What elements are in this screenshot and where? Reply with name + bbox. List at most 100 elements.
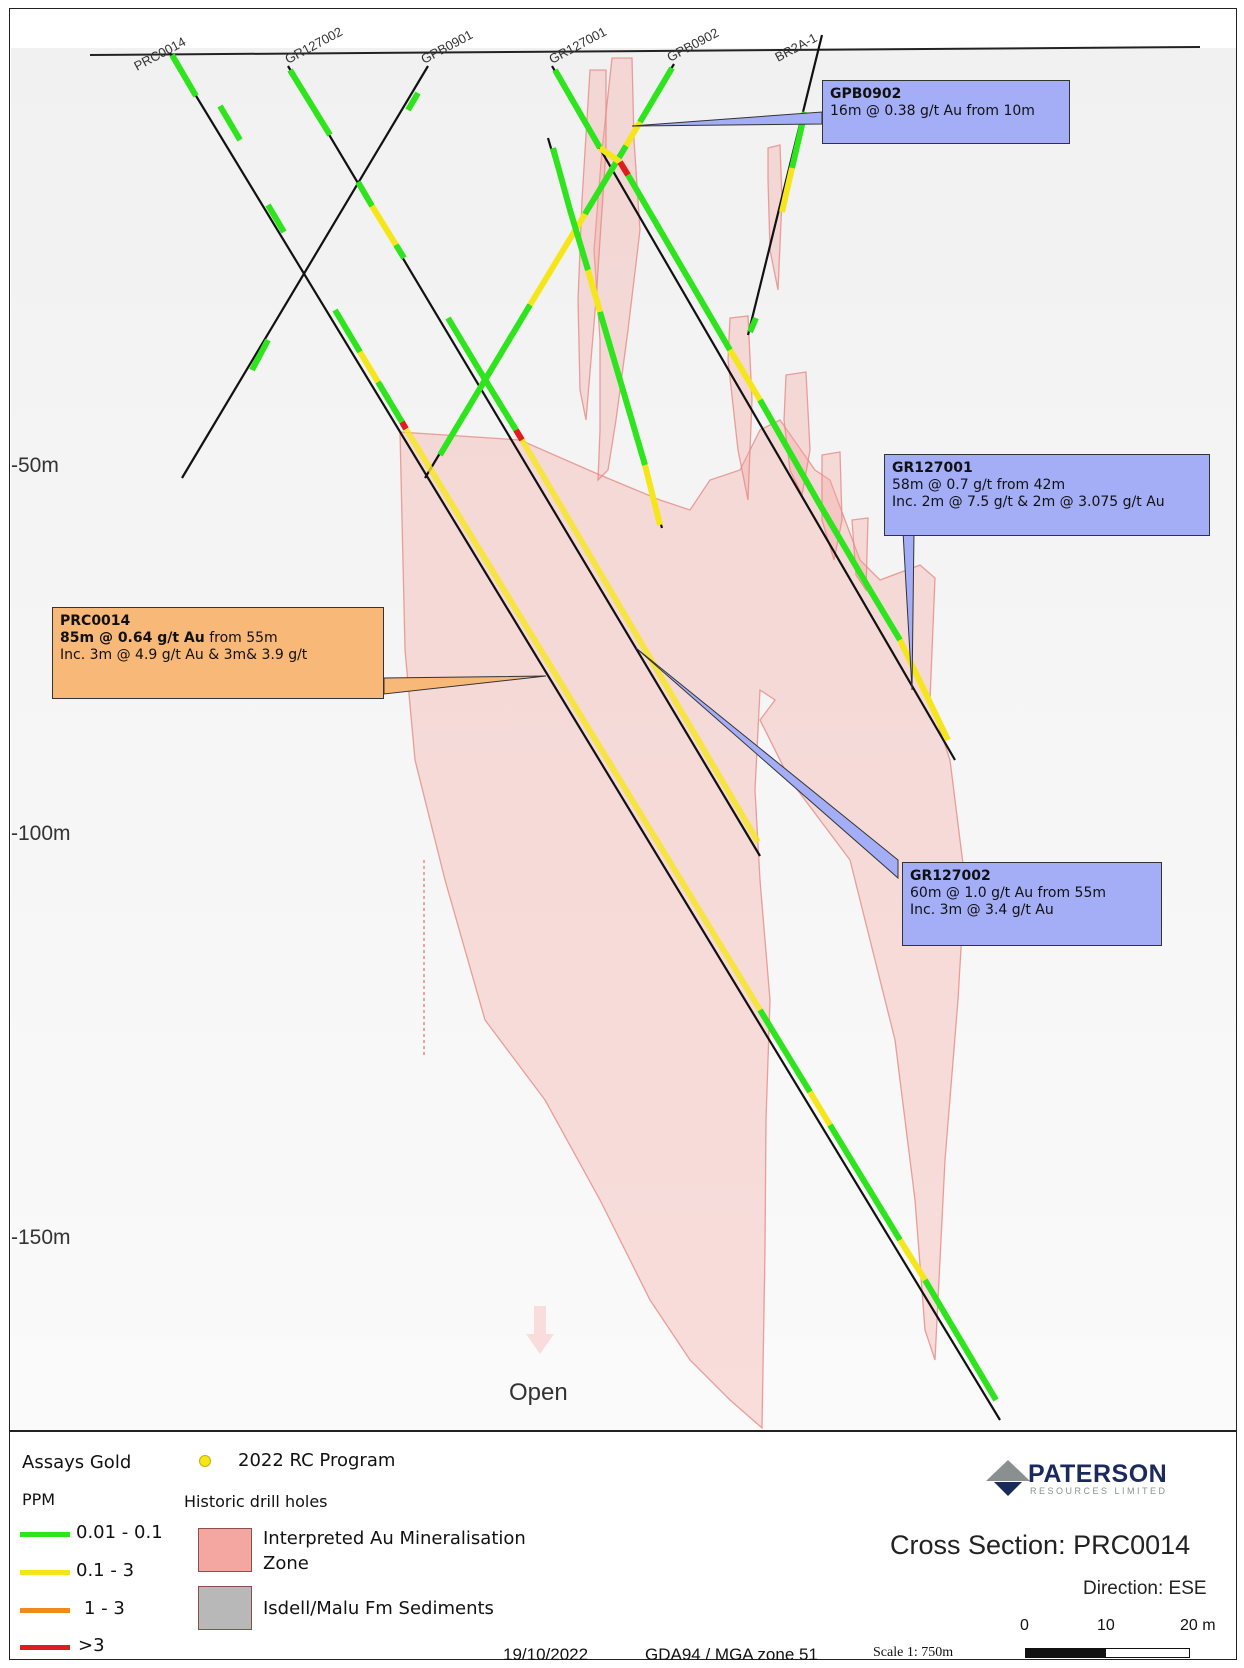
- assay-segment: [287, 68, 333, 137]
- assay-segment: [519, 438, 761, 844]
- assays-gr127001-lower: [550, 147, 663, 526]
- callout-line: 60m @ 1.0 g/t Au from 55m: [910, 885, 1106, 901]
- assay-segment: [393, 243, 407, 260]
- legend-range-label: 1 - 3: [84, 1598, 125, 1619]
- assay-segment: [265, 203, 287, 234]
- open-arrow: [526, 1306, 554, 1354]
- assay-segment: [513, 428, 525, 442]
- assay-segment: [897, 638, 951, 742]
- assay-segment: [897, 1238, 928, 1282]
- date: 19/10/2022: [503, 1645, 589, 1664]
- assay-segment: [747, 316, 759, 334]
- assay-segment: [437, 303, 533, 457]
- assay-segment: [445, 316, 481, 370]
- leader-prc0014: [383, 675, 547, 695]
- callout-leaders: [383, 111, 915, 880]
- callout-line-bold: 85m @ 0.64 g/t Au: [60, 630, 205, 646]
- cross-section-map: PRC0014 GR127002 GPB0901 GR127001 GPB090…: [11, 10, 1236, 1430]
- legend-swatch-green: [20, 1532, 70, 1537]
- assay-segment: [867, 588, 903, 642]
- narrow-zone-b: [767, 144, 783, 291]
- assay-segment: [357, 350, 381, 384]
- main-mineralisation-zone: [399, 419, 966, 1430]
- assay-segment: [552, 68, 603, 150]
- callout-title: GR127002: [910, 868, 991, 884]
- legend-zone-line2: Zone: [263, 1553, 309, 1574]
- legend-swatch-orange: [20, 1608, 70, 1613]
- scale-tick-20: 20 m: [1180, 1617, 1216, 1634]
- ground-surface: [89, 46, 1201, 56]
- legend-range-label: 0.1 - 3: [76, 1560, 135, 1581]
- callout-line: Inc. 3m @ 4.9 g/t Au & 3m& 3.9 g/t: [60, 647, 308, 663]
- assay-segment: [405, 91, 421, 112]
- depth-label-100: -100m: [11, 822, 71, 845]
- assay-segment: [399, 420, 409, 431]
- depth-label-150: -150m: [11, 1226, 71, 1249]
- legend-zone-swatch: [198, 1528, 252, 1572]
- assay-segment: [597, 311, 623, 381]
- assay-segment: [598, 145, 622, 165]
- assays-prc0014: [169, 53, 999, 1402]
- assay-segment: [169, 53, 199, 98]
- scale-tick-0: 0: [1020, 1617, 1029, 1634]
- assay-segment: [617, 379, 648, 466]
- callout-line: 85m @ 0.64 g/t Au from 55m: [60, 630, 376, 647]
- assay-segment: [585, 269, 603, 313]
- paterson-logo-icon: [986, 1460, 1030, 1496]
- legend-historic: Historic drill holes: [184, 1492, 328, 1511]
- scale-tick-10: 10: [1097, 1617, 1115, 1634]
- assay-segment: [827, 1123, 903, 1242]
- assay-segment: [550, 147, 573, 211]
- scale-bar-fill: [1026, 1649, 1106, 1657]
- legend-separator: [10, 1430, 1236, 1432]
- callout-gpb0902: GPB0902 16m @ 0.38 g/t Au from 10m: [822, 80, 1070, 144]
- legend-swatch-red: [20, 1645, 70, 1650]
- assay-segment: [403, 427, 763, 1012]
- assay-segment: [757, 398, 823, 507]
- assay-segment: [249, 338, 271, 372]
- projection: GDA94 / MGA zone 51: [645, 1645, 818, 1664]
- scale-bar: [1025, 1648, 1190, 1658]
- drill-hole-gr127001-upper: [551, 65, 956, 761]
- assay-segment: [332, 308, 363, 354]
- legend-sediments-swatch: [198, 1586, 252, 1630]
- callout-gr127001: GR127001 58m @ 0.7 g/t from 42m Inc. 2m …: [884, 454, 1210, 536]
- legend-zone-line1: Interpreted Au Mineralisation: [263, 1528, 526, 1549]
- assay-segment: [375, 380, 405, 424]
- open-label: Open: [509, 1379, 568, 1406]
- section-background: [11, 48, 1236, 1430]
- callout-line: Inc. 2m @ 7.5 g/t & 2m @ 3.075 g/t Au: [892, 494, 1165, 510]
- rc-program-dot-icon: [199, 1455, 211, 1467]
- callout-gr127002: GR127002 60m @ 1.0 g/t Au from 55m Inc. …: [902, 862, 1162, 946]
- direction: Direction: ESE: [1083, 1578, 1207, 1599]
- drill-hole-gpb0901: [181, 65, 429, 479]
- section-title: Cross Section: PRC0014: [890, 1530, 1191, 1560]
- assay-segment: [922, 1278, 999, 1402]
- callout-line: 16m @ 0.38 g/t Au from 10m: [830, 103, 1035, 119]
- scale-text: Scale 1: 750m: [873, 1645, 954, 1660]
- assays-gr127001: [552, 68, 951, 742]
- legend-program: 2022 RC Program: [238, 1450, 396, 1471]
- assay-segment: [807, 1090, 833, 1127]
- logo-name: PATERSON: [1028, 1460, 1168, 1488]
- narrow-zone-a: [577, 69, 607, 421]
- assay-segment: [217, 104, 243, 142]
- logo-sub: RESOURCES LIMITED: [1030, 1486, 1168, 1496]
- callout-title: GPB0902: [830, 86, 902, 102]
- drill-hole-br2a-1: [746, 34, 824, 336]
- sky-band: [11, 10, 1236, 48]
- mineralisation-zones: [399, 57, 966, 1430]
- assay-segment: [817, 503, 873, 592]
- callout-title: PRC0014: [60, 613, 131, 629]
- assay-segment: [567, 209, 591, 271]
- callout-prc0014: PRC0014 85m @ 0.64 g/t Au from 55m Inc. …: [52, 607, 384, 699]
- callout-line-rest: from 55m: [204, 630, 278, 646]
- assay-segment: [625, 173, 733, 352]
- leader-gr127002: [635, 647, 899, 880]
- legend-swatch-yellow: [20, 1570, 70, 1575]
- legend-range-label: 0.01 - 0.1: [76, 1522, 163, 1543]
- callout-title: GR127001: [892, 460, 973, 476]
- assay-segment: [642, 464, 663, 526]
- assay-segment: [637, 66, 675, 124]
- depth-label-50: -50m: [11, 454, 59, 477]
